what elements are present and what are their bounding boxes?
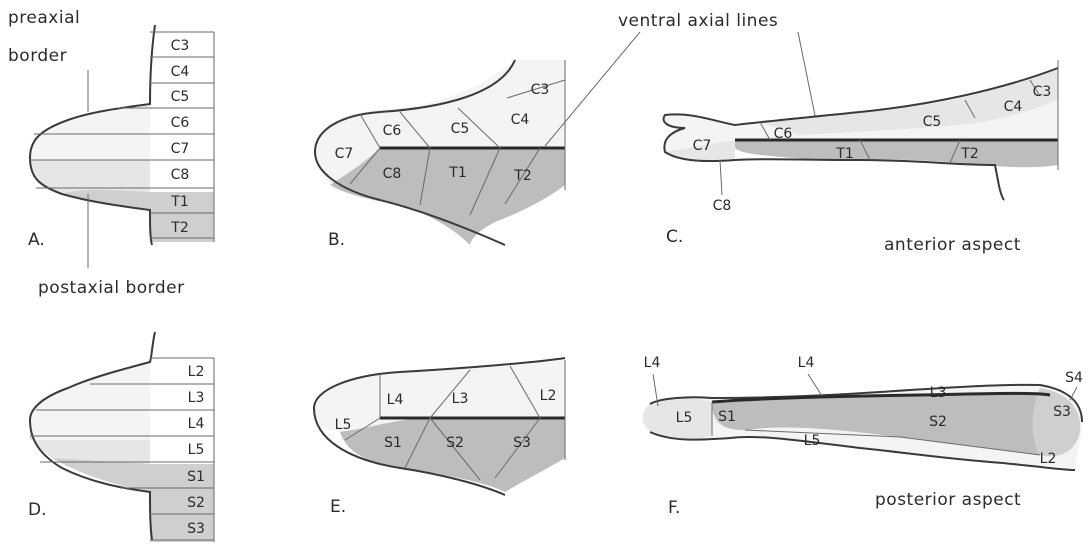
label-f-l2: L2 [1040, 451, 1057, 467]
label-f-s2: S2 [929, 414, 947, 430]
seg-a-5: C7 [171, 141, 190, 157]
panel-d-label: D. [28, 500, 47, 520]
posterior-aspect-label: posterior aspect [875, 490, 1021, 510]
postaxial-label: postaxial border [38, 278, 185, 298]
label-c-c6: C6 [774, 126, 793, 142]
label-e-l4: L4 [387, 392, 404, 408]
label-f-l5-foot: L5 [676, 410, 693, 426]
seg-a-3: C5 [171, 89, 190, 105]
panel-d: L2 L3 L4 L5 S1 S2 S3 D. [28, 330, 214, 542]
seg-d-3: L4 [188, 416, 205, 432]
ventral-axial-lines-label: ventral axial lines [618, 11, 778, 31]
panel-f-label: F. [668, 498, 680, 518]
seg-d-2: L3 [188, 390, 205, 406]
seg-d-6: S2 [187, 495, 205, 511]
label-b-t1: T1 [448, 165, 466, 181]
label-f-l4-leg: L4 [798, 355, 815, 371]
seg-a-6: C8 [171, 167, 190, 183]
label-e-s1: S1 [384, 435, 402, 451]
label-c-c4: C4 [1004, 99, 1023, 115]
seg-a-8: T2 [170, 220, 188, 236]
label-f-l5-leg: L5 [804, 433, 821, 449]
label-f-l3: L3 [930, 385, 947, 401]
label-e-s3: S3 [513, 435, 531, 451]
label-e-l5: L5 [335, 417, 352, 433]
panel-a-label: A. [28, 230, 45, 250]
seg-d-7: S3 [187, 521, 205, 537]
label-f-s3: S3 [1053, 404, 1071, 420]
label-c-c8: C8 [713, 198, 732, 214]
label-b-c4: C4 [511, 112, 530, 128]
label-e-s2: S2 [446, 435, 464, 451]
label-c-t2: T2 [960, 146, 978, 162]
label-c-c3: C3 [1033, 84, 1052, 100]
panel-c: C3 C4 C5 C6 C7 T1 T2 C8 C. anterior aspe… [664, 60, 1058, 255]
label-e-l3: L3 [452, 391, 469, 407]
label-f-s1: S1 [718, 409, 736, 425]
label-f-s4: S4 [1065, 370, 1083, 386]
label-b-c6: C6 [383, 123, 402, 139]
seg-d-4: L5 [188, 442, 205, 458]
seg-d-5: S1 [187, 469, 205, 485]
panel-e: L2 L3 L4 L5 S1 S2 S3 E. [314, 358, 565, 517]
panel-e-label: E. [330, 497, 346, 517]
seg-d-1: L2 [188, 364, 205, 380]
seg-a-1: C3 [171, 38, 190, 54]
seg-a-7: T1 [170, 194, 188, 210]
preaxial-label-line2: border [8, 46, 67, 66]
seg-a-4: C6 [171, 115, 190, 131]
label-b-c8: C8 [383, 166, 402, 182]
preaxial-label-line1: preaxial [8, 8, 80, 28]
label-f-l4-foot: L4 [644, 355, 661, 371]
seg-a-2: C4 [171, 64, 190, 80]
label-b-t2: T2 [513, 168, 531, 184]
panel-c-label: C. [666, 227, 683, 247]
label-c-c7: C7 [693, 138, 712, 154]
panel-f: L4 L4 S4 L3 S3 S2 L5 S1 L5 L2 F. posteri… [643, 355, 1083, 518]
label-b-c5: C5 [451, 121, 470, 137]
panel-b-label: B. [328, 230, 345, 250]
label-c-t1: T1 [835, 146, 853, 162]
panel-b: C3 C4 C5 C6 C7 C8 T1 T2 B. [315, 60, 565, 250]
label-c-c5: C5 [923, 114, 942, 130]
label-b-c3: C3 [531, 82, 550, 98]
anterior-aspect-label: anterior aspect [884, 235, 1021, 255]
label-b-c7: C7 [335, 146, 354, 162]
label-e-l2: L2 [540, 388, 557, 404]
